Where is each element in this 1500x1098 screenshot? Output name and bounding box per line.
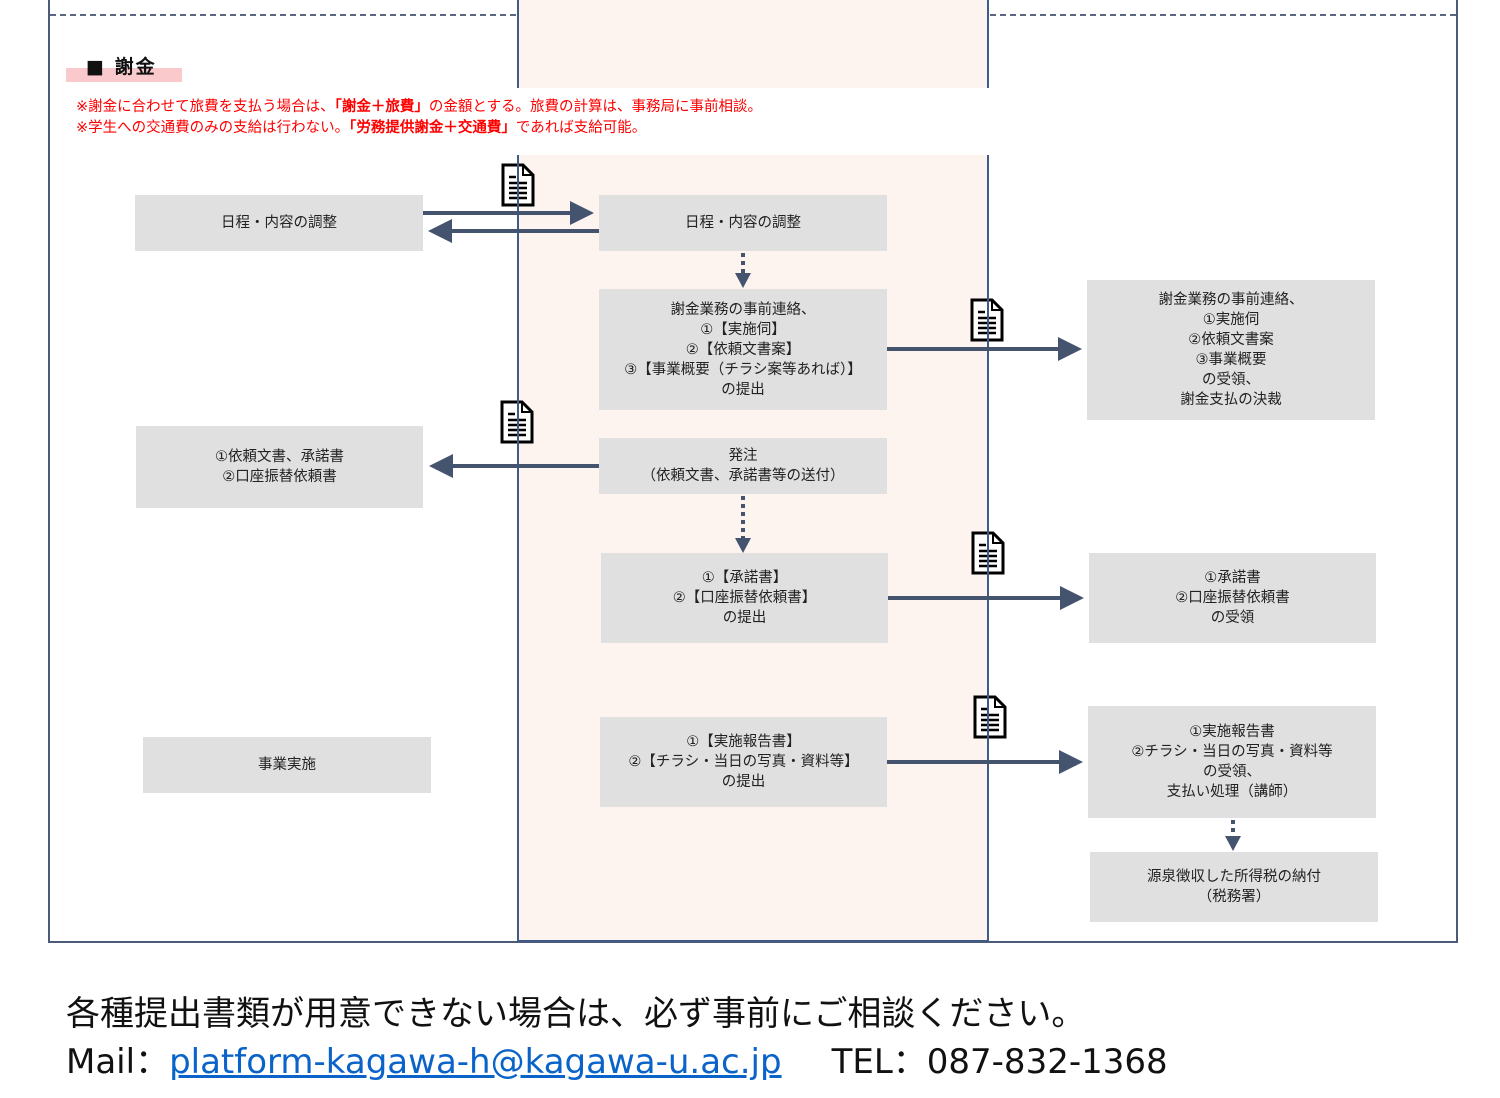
box-mid-report-submit: ①【実施報告書】 ②【チラシ・当日の写真・資料等】 の提出 (600, 717, 887, 807)
footer: 各種提出書類が用意できない場合は、必ず事前にご相談ください。 Mail：plat… (66, 990, 1168, 1086)
note-line: ※学生への交通費のみの支給は行わない。「労務提供謝金＋交通費」であれば支給可能。 (76, 118, 990, 139)
title-highlight (66, 68, 182, 82)
note-line: ※謝金に合わせて旅費を支払う場合は、「謝金＋旅費」の金額とする。旅費の計算は、事… (76, 97, 990, 118)
flow-frame (48, 0, 1458, 943)
note-text: ※謝金に合わせて旅費を支払う場合は、 (76, 99, 335, 115)
box-right-prior-receipt: 謝金業務の事前連絡、 ①実施伺 ②依頼文書案 ③事業概要 の受領、 謝金支払の決… (1087, 280, 1375, 420)
box-right-consent-receipt: ①承諾書 ②口座振替依頼書 の受領 (1089, 553, 1376, 643)
footer-notice: 各種提出書類が用意できない場合は、必ず事前にご相談ください。 (66, 994, 1086, 1034)
box-mid-prior-contact: 謝金業務の事前連絡、 ①【実施伺】 ②【依頼文書案】 ③【事業概要（チラシ案等あ… (599, 289, 887, 410)
box-mid-schedule: 日程・内容の調整 (599, 195, 887, 251)
note-text: の金額とする。旅費の計算は、事務局に事前相談。 (428, 99, 762, 115)
notes-block: ※謝金に合わせて旅費を支払う場合は、「謝金＋旅費」の金額とする。旅費の計算は、事… (66, 88, 990, 155)
note-emphasis: 「労務提供謝金＋交通費」 (349, 120, 516, 136)
box-right-tax-payment: 源泉徴収した所得税の納付 （税務署） (1090, 852, 1378, 922)
box-left-execution: 事業実施 (143, 737, 431, 793)
mail-link[interactable]: platform-kagawa-h@kagawa-u.ac.jp (169, 1042, 782, 1082)
note-text: であれば支給可能。 (515, 120, 647, 136)
box-mid-consent-submit: ①【承諾書】 ②【口座振替依頼書】 の提出 (601, 553, 888, 643)
tel-number: TEL：087-832-1368 (831, 1042, 1168, 1082)
footer-contact: Mail：platform-kagawa-h@kagawa-u.ac.jp TEL… (66, 1038, 1168, 1086)
note-emphasis: 「謝金＋旅費」 (334, 99, 429, 115)
box-right-report-receipt: ①実施報告書 ②チラシ・当日の写真・資料等 の受領、 支払い処理（講師） (1088, 706, 1376, 818)
mail-label: Mail： (66, 1042, 170, 1082)
note-text: ※学生への交通費のみの支給は行わない。 (76, 120, 350, 136)
section-title-text: ■ 謝金 (86, 56, 157, 78)
box-mid-order: 発注 （依頼文書、承諾書等の送付） (599, 438, 887, 494)
section-title: ■ 謝金 (66, 52, 182, 82)
box-left-documents: ①依頼文書、承諾書 ②口座振替依頼書 (136, 426, 423, 508)
box-left-schedule: 日程・内容の調整 (135, 195, 423, 251)
